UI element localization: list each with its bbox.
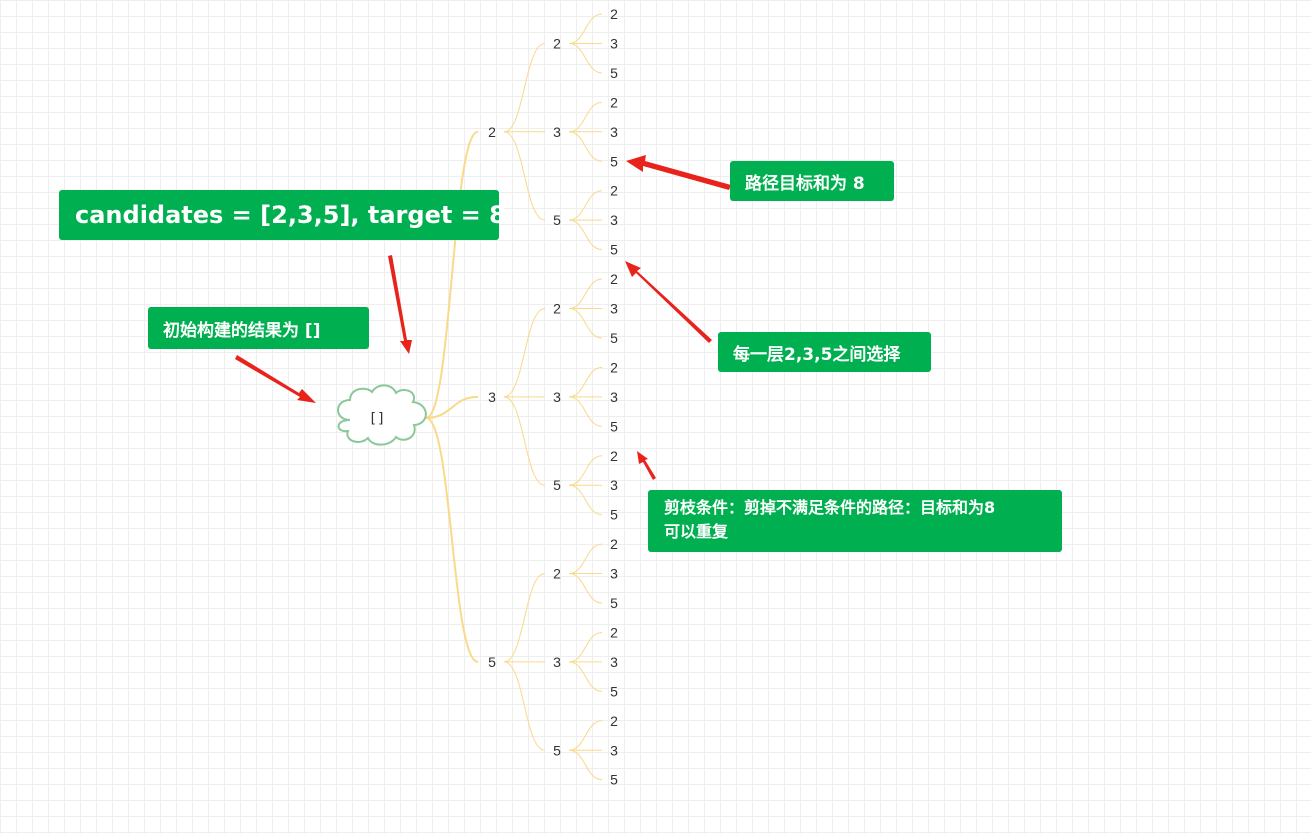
leaf-node[interactable]: 5 bbox=[610, 330, 618, 346]
leaf-node[interactable]: 3 bbox=[610, 566, 618, 582]
annotation-arrows bbox=[235, 155, 731, 480]
branch-link bbox=[503, 131, 546, 221]
leaf-node[interactable]: 2 bbox=[610, 183, 618, 199]
branch-link bbox=[568, 42, 603, 74]
branch-link bbox=[568, 661, 603, 692]
leaf-node[interactable]: 5 bbox=[610, 772, 618, 788]
each-level-callout: 每一层2,3,5之间选择 bbox=[718, 332, 931, 372]
branch-link bbox=[568, 101, 603, 133]
branch-link bbox=[568, 396, 603, 427]
tree-nodes: 2 2 2 3 5 3 2 3 5 5 2 3 5 3 2 2 3 5 3 2 3 5 5 2 3 5 5 2 2 3 5 3 2 3 5 5 2 3 5 bbox=[488, 6, 618, 788]
level2-node[interactable]: 2 bbox=[553, 35, 561, 51]
branch-link bbox=[568, 455, 603, 486]
level1-node[interactable]: 2 bbox=[488, 124, 496, 140]
path-target-callout: 路径目标和为 8 bbox=[730, 161, 894, 201]
leaf-node[interactable]: 2 bbox=[610, 359, 618, 375]
leaf-node[interactable]: 3 bbox=[610, 654, 618, 670]
arrow-each-level bbox=[625, 261, 712, 343]
level1-node[interactable]: 5 bbox=[488, 654, 496, 670]
leaf-node[interactable]: 2 bbox=[610, 536, 618, 552]
leaf-node[interactable]: 5 bbox=[610, 595, 618, 611]
problem-callout: candidates = [2,3,5], target = 8 bbox=[59, 190, 506, 240]
branch-link bbox=[568, 543, 603, 575]
root-node-label: [] bbox=[369, 411, 386, 427]
level2-node[interactable]: 5 bbox=[553, 212, 561, 228]
leaf-node[interactable]: 2 bbox=[610, 271, 618, 287]
branch-link bbox=[425, 395, 479, 419]
leaf-node[interactable]: 3 bbox=[610, 212, 618, 228]
level2-node[interactable]: 2 bbox=[553, 301, 561, 317]
branch-link bbox=[568, 278, 603, 309]
leaf-node[interactable]: 3 bbox=[610, 477, 618, 493]
branch-link bbox=[503, 42, 546, 133]
level2-node[interactable]: 2 bbox=[553, 566, 561, 582]
leaf-node[interactable]: 5 bbox=[610, 153, 618, 169]
level2-node[interactable]: 5 bbox=[553, 477, 561, 493]
branch-link bbox=[568, 190, 603, 221]
branch-link bbox=[503, 308, 546, 398]
branch-link bbox=[568, 13, 603, 44]
leaf-node[interactable]: 3 bbox=[610, 301, 618, 317]
branch-link bbox=[425, 417, 479, 663]
level1-node[interactable]: 3 bbox=[488, 389, 496, 405]
branch-link bbox=[568, 484, 603, 516]
leaf-node[interactable]: 2 bbox=[610, 94, 618, 110]
leaf-node[interactable]: 3 bbox=[610, 742, 618, 758]
level2-node[interactable]: 3 bbox=[553, 124, 561, 140]
branch-link bbox=[568, 131, 603, 162]
arrow-prune bbox=[637, 451, 656, 480]
leaf-node[interactable]: 5 bbox=[610, 683, 618, 699]
leaf-node[interactable]: 5 bbox=[610, 418, 618, 434]
cloud-shape bbox=[337, 384, 427, 446]
leaf-node[interactable]: 5 bbox=[610, 507, 618, 523]
leaf-node[interactable]: 2 bbox=[610, 6, 618, 22]
branch-link bbox=[503, 661, 546, 751]
initial-result-callout: 初始构建的结果为 [] bbox=[148, 307, 369, 349]
level2-node[interactable]: 3 bbox=[553, 654, 561, 670]
branch-link bbox=[568, 308, 603, 339]
branch-link bbox=[568, 631, 603, 663]
prune-condition-callout: 剪枝条件：剪掉不满足条件的路径：目标和为8 可以重复 bbox=[648, 490, 1062, 552]
branch-link bbox=[568, 749, 603, 781]
leaf-node[interactable]: 3 bbox=[610, 389, 618, 405]
leaf-node[interactable]: 5 bbox=[610, 65, 618, 81]
branch-link bbox=[568, 720, 603, 751]
leaf-node[interactable]: 2 bbox=[610, 624, 618, 640]
branch-link bbox=[503, 573, 546, 663]
root-node[interactable]: [] bbox=[337, 384, 427, 446]
leaf-node[interactable]: 3 bbox=[610, 35, 618, 51]
branch-link bbox=[568, 573, 603, 604]
arrow-initial-to-root bbox=[235, 355, 316, 403]
arrow-problem-to-tree bbox=[388, 255, 412, 354]
leaf-node[interactable]: 5 bbox=[610, 242, 618, 258]
branch-link bbox=[568, 366, 603, 398]
arrow-path-target bbox=[626, 155, 731, 190]
branch-lines bbox=[425, 13, 603, 781]
level2-node[interactable]: 5 bbox=[553, 742, 561, 758]
leaf-node[interactable]: 2 bbox=[610, 448, 618, 464]
level2-node[interactable]: 3 bbox=[553, 389, 561, 405]
leaf-node[interactable]: 3 bbox=[610, 124, 618, 140]
branch-link bbox=[568, 219, 603, 251]
branch-link bbox=[425, 130, 479, 419]
leaf-node[interactable]: 2 bbox=[610, 713, 618, 729]
branch-link bbox=[503, 396, 546, 486]
